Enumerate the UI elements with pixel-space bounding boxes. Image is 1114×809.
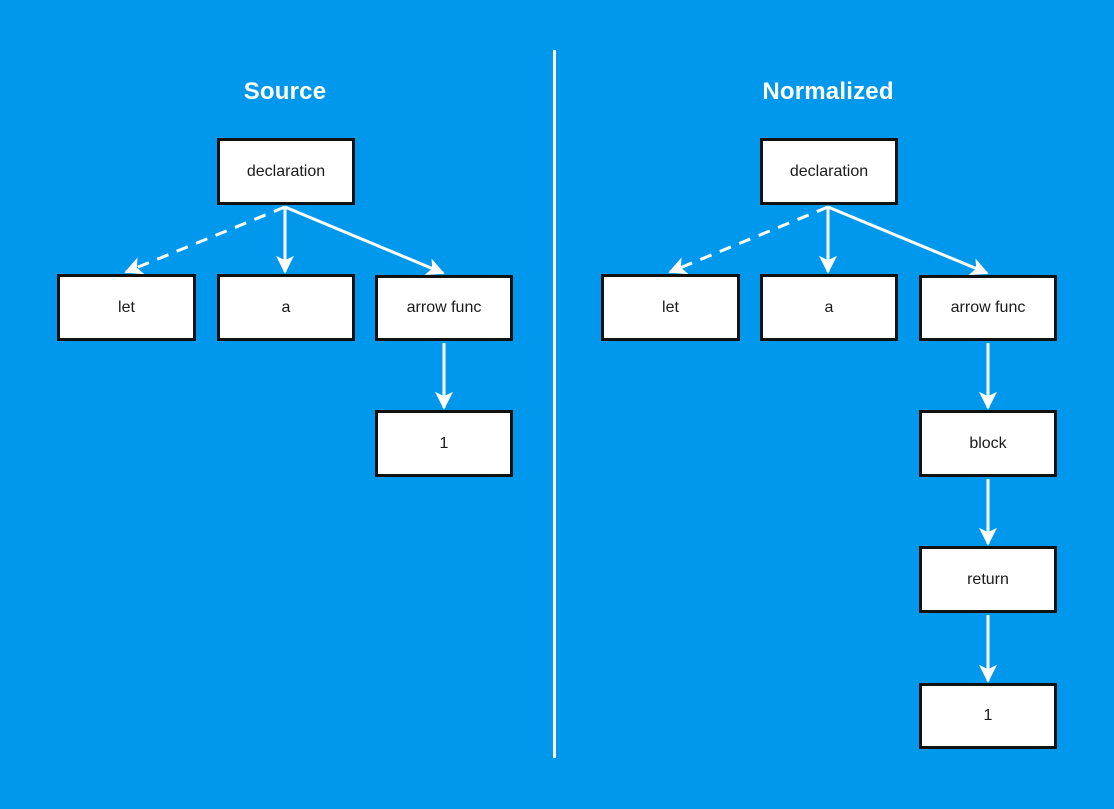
node-label: block xyxy=(969,434,1007,452)
node-label: a xyxy=(824,298,834,316)
node-nrm-arrowfunc[interactable]: arrow func xyxy=(919,275,1057,341)
node-nrm-block[interactable]: block xyxy=(919,410,1057,477)
edge-e-src-decl-arrowfunc xyxy=(284,205,445,276)
edge-e-nrm-decl-arrowfunc xyxy=(827,205,989,276)
node-label: declaration xyxy=(246,162,326,180)
node-label: 1 xyxy=(983,707,993,724)
diagram-edges xyxy=(124,205,997,683)
node-label: let xyxy=(662,298,679,316)
node-src-a[interactable]: a xyxy=(217,274,355,341)
node-label: 1 xyxy=(439,434,449,452)
panel-divider xyxy=(553,50,556,758)
node-src-one[interactable]: 1 xyxy=(375,410,513,477)
node-nrm-a[interactable]: a xyxy=(760,274,898,341)
node-nrm-let[interactable]: let xyxy=(601,274,740,341)
node-label: declaration xyxy=(789,162,869,180)
node-label: let xyxy=(118,298,135,316)
node-src-let[interactable]: let xyxy=(57,274,196,341)
node-src-arrowfunc[interactable]: arrow func xyxy=(375,275,513,341)
edge-e-src-decl-let xyxy=(124,205,286,275)
node-label: arrow func xyxy=(950,299,1026,316)
node-label: return xyxy=(967,570,1009,588)
node-nrm-one[interactable]: 1 xyxy=(919,683,1057,749)
panel-title-source: Source xyxy=(243,78,327,105)
node-src-declaration[interactable]: declaration xyxy=(217,138,355,205)
node-label: a xyxy=(281,298,291,316)
node-nrm-return[interactable]: return xyxy=(919,546,1057,613)
node-label: arrow func xyxy=(406,299,482,316)
edge-e-nrm-decl-let xyxy=(668,205,829,275)
panel-title-normalized: Normalized xyxy=(762,78,894,105)
node-nrm-declaration[interactable]: declaration xyxy=(760,138,898,205)
